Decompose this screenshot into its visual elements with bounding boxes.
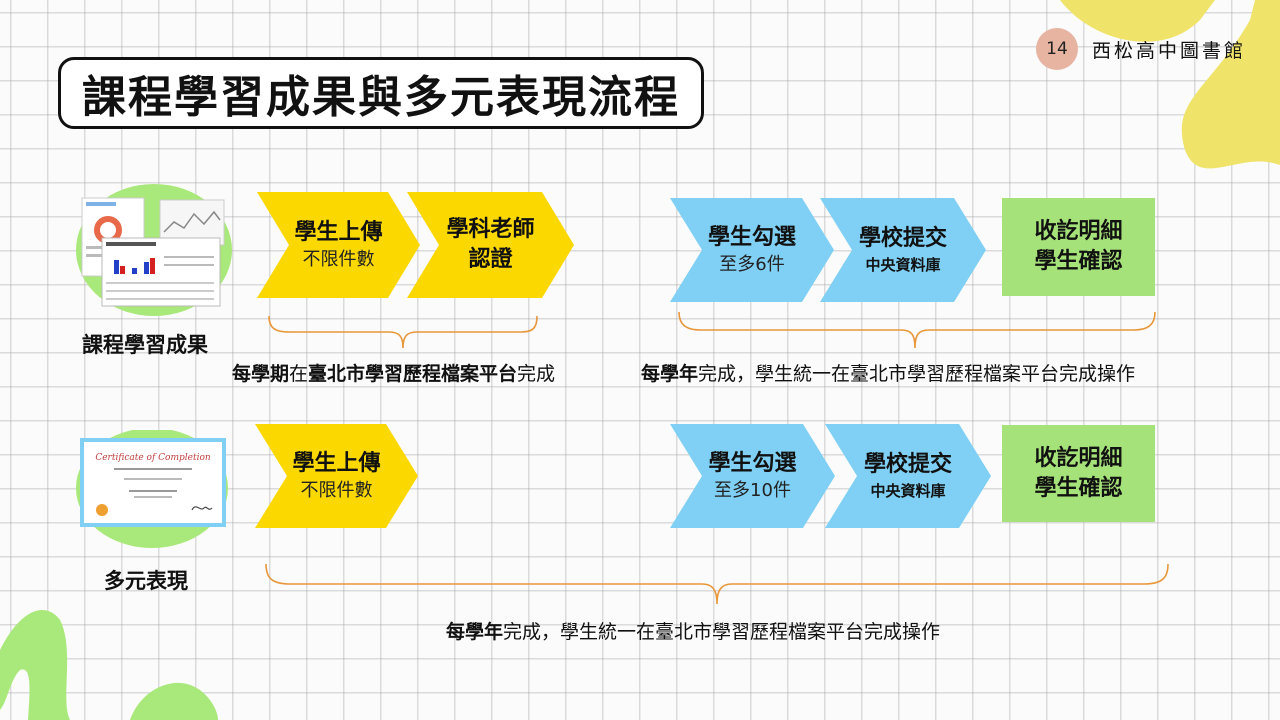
bracket-left — [268, 315, 538, 349]
step-student-select: 學生勾選至多6件 — [670, 198, 834, 302]
bracket-bottom — [265, 563, 1169, 605]
step-student-select-2: 學生勾選至多10件 — [670, 424, 835, 528]
certificate-icon: Certificate of Completion — [76, 430, 228, 548]
green-squiggle — [130, 682, 218, 720]
note-course-left: 每學期在臺北市學習歷程檔案平台完成 — [232, 363, 556, 385]
report-charts-icon — [76, 184, 232, 316]
certificate-heading: Certificate of Completion — [95, 453, 211, 463]
step-receipt-confirm: 收訖明細學生確認 — [1002, 198, 1155, 296]
page-title: 課程學習成果與多元表現流程 — [58, 57, 704, 129]
school-name: 西松高中圖書館 — [1092, 40, 1247, 62]
step-teacher-verify: 學科老師認證 — [407, 192, 574, 298]
page-number: 14 — [1036, 28, 1078, 70]
yellow-squiggle — [1181, 0, 1280, 169]
step-student-upload-2: 學生上傳不限件數 — [255, 424, 418, 528]
row-label-course: 課程學習成果 — [82, 333, 208, 357]
step-student-upload: 學生上傳不限件數 — [257, 192, 420, 298]
step-school-submit: 學校提交中央資料庫 — [820, 198, 986, 302]
note-performance: 每學年完成，學生統一在臺北市學習歷程檔案平台完成操作 — [446, 621, 941, 643]
step-receipt-confirm-2: 收訖明細學生確認 — [1002, 425, 1155, 522]
green-squiggle — [0, 610, 70, 720]
bracket-right — [678, 311, 1156, 349]
step-school-submit-2: 學校提交中央資料庫 — [825, 424, 991, 528]
note-course-right: 每學年完成，學生統一在臺北市學習歷程檔案平台完成操作 — [641, 363, 1136, 385]
row-label-performance: 多元表現 — [104, 569, 188, 593]
